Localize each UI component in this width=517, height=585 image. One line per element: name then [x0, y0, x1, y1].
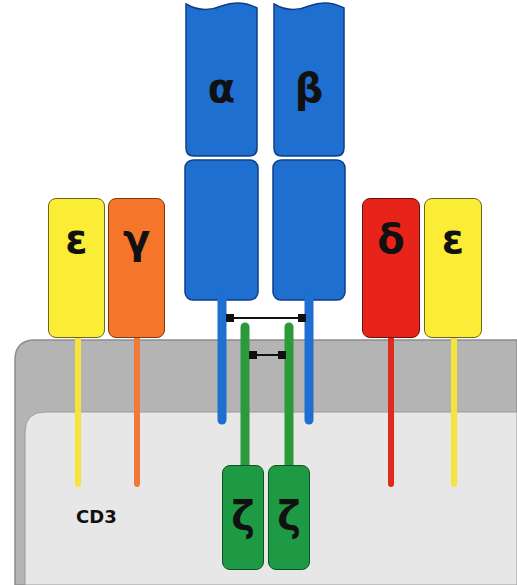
- chain-label: ζ: [277, 494, 301, 538]
- complex-label: CD3: [76, 506, 117, 527]
- bond-end: [249, 351, 257, 359]
- chain-label: β: [295, 66, 324, 110]
- chain-label: α: [208, 66, 235, 110]
- zeta-chain: ζ: [268, 465, 310, 570]
- delta-stalk: [388, 337, 394, 484]
- zeta-stalk: [285, 327, 294, 468]
- cd3-delta: δ: [362, 198, 420, 338]
- chain-outline-path: [274, 3, 344, 156]
- epsilon-stalk: [451, 337, 457, 484]
- beta-constant-domain: [273, 160, 345, 300]
- epsilon-stalk: [75, 337, 81, 484]
- gamma-stalk: [134, 337, 140, 484]
- bond-end: [298, 314, 306, 322]
- chain-label: ε: [442, 217, 464, 261]
- cytoplasm: [25, 412, 517, 585]
- cd3-epsilon: ε: [48, 198, 105, 338]
- chain-outline-path: [186, 3, 257, 156]
- beta-chain: β: [273, 0, 345, 157]
- alpha-constant-domain: [185, 160, 258, 300]
- zeta-chain: ζ: [222, 465, 264, 570]
- chain-label: γ: [123, 217, 150, 261]
- disulfide-bond: [230, 317, 302, 319]
- alpha-chain: α: [185, 0, 258, 157]
- bond-end: [278, 351, 286, 359]
- alpha-stalk: [218, 299, 227, 420]
- cd3-gamma: γ: [108, 198, 165, 338]
- zeta-stalk: [241, 327, 250, 468]
- chain-label: δ: [377, 217, 404, 261]
- chain-label: ε: [65, 217, 87, 261]
- chain-label: ζ: [231, 494, 255, 538]
- bond-end: [226, 314, 234, 322]
- cell-membrane: [15, 340, 517, 585]
- cd3-epsilon: ε: [424, 198, 482, 338]
